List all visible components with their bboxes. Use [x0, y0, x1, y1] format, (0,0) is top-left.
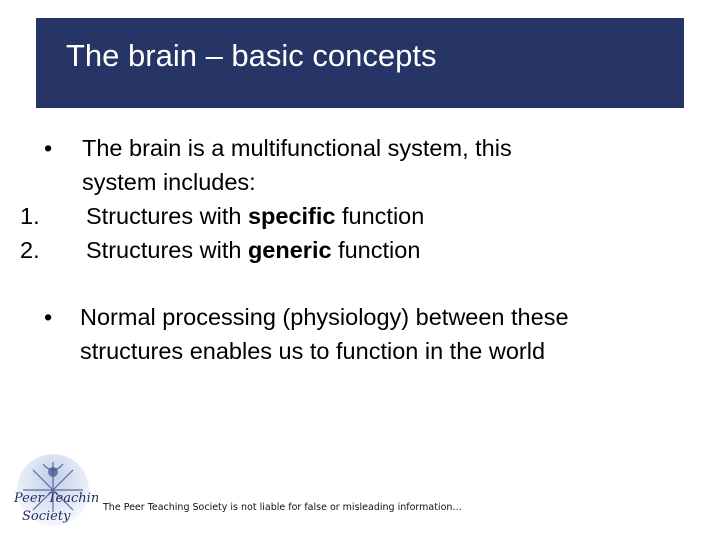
logo-text-line1: Peer Teaching — [13, 491, 98, 506]
numbered-item-text: function — [331, 237, 421, 263]
list-number: 1. — [20, 203, 40, 229]
numbered-item-emphasis: generic — [247, 237, 332, 263]
numbered-item-text: Structures with — [86, 237, 248, 263]
list-number: 2. — [20, 237, 40, 263]
bullet-text-line: Normal processing (physiology) between t… — [80, 304, 569, 330]
slide-title: The brain – basic concepts — [66, 38, 437, 73]
numbered-item-text: function — [335, 203, 425, 229]
brain-logo-icon: Peer Teaching Society — [13, 454, 98, 526]
numbered-item-emphasis: specific — [247, 203, 336, 229]
bullet-text-line: system includes: — [82, 169, 256, 195]
title-bar: The brain – basic concepts — [36, 18, 684, 108]
bullet-marker: • — [44, 304, 53, 330]
bullet-marker: • — [44, 135, 53, 161]
numbered-item-text: Structures with — [86, 203, 248, 229]
bullet-text-line: The brain is a multifunctional system, t… — [82, 135, 512, 161]
numbered-item: Structures with specific function — [86, 199, 424, 233]
bullet-text-line: structures enables us to function in the… — [80, 338, 546, 364]
numbered-item: Structures with generic function — [86, 233, 420, 267]
footer-disclaimer: The Peer Teaching Society is not liable … — [103, 502, 462, 513]
logo-text-line2: Society — [22, 509, 71, 524]
